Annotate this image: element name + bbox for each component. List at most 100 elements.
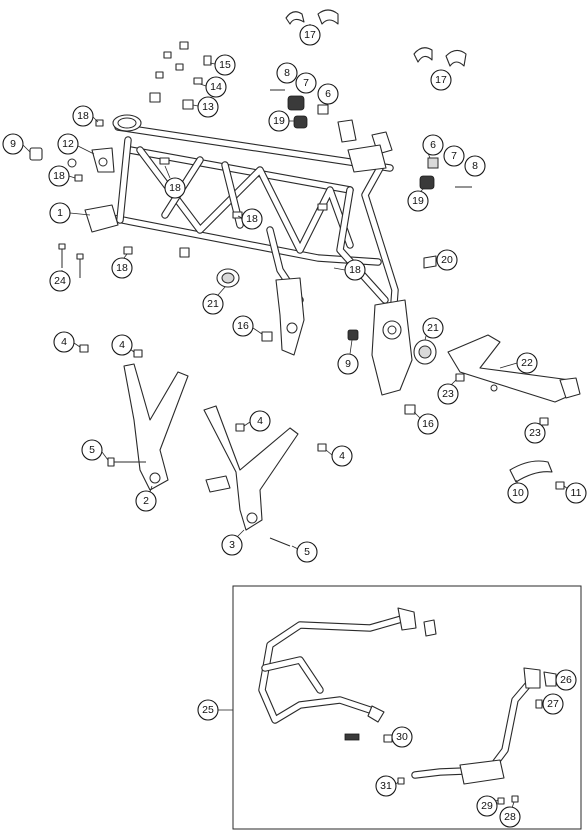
svg-text:3: 3 (229, 539, 235, 551)
svg-text:16: 16 (237, 320, 249, 332)
svg-text:23: 23 (442, 388, 454, 400)
svg-text:24: 24 (54, 275, 66, 287)
callout-16-left: 16 (232, 315, 263, 337)
callout-21-left: 21 (202, 286, 226, 315)
callout-9-left: 9 (2, 133, 31, 155)
svg-text:18: 18 (169, 182, 181, 194)
svg-text:7: 7 (303, 77, 309, 89)
bolts-24 (58, 243, 133, 278)
svg-text:9: 9 (10, 138, 16, 150)
svg-text:27: 27 (547, 698, 559, 710)
callout-4-d: 4 (325, 445, 353, 467)
svg-text:19: 19 (412, 195, 424, 207)
callout-4-b: 4 (111, 334, 135, 356)
svg-text:13: 13 (202, 101, 214, 113)
callout-26: 26 (555, 669, 577, 691)
saddle-clamps-right-17 (413, 47, 467, 67)
right-footrest-bracket-3 (203, 405, 327, 547)
callout-9-lower: 9 (337, 339, 359, 375)
svg-text:23: 23 (529, 427, 541, 439)
svg-text:8: 8 (284, 67, 290, 79)
svg-text:4: 4 (257, 415, 263, 427)
svg-text:18: 18 (116, 262, 128, 274)
callout-6-top: 6 (317, 83, 339, 105)
svg-text:31: 31 (380, 780, 392, 792)
svg-text:21: 21 (427, 322, 439, 334)
svg-text:5: 5 (89, 444, 95, 456)
callout-12: 12 (57, 133, 95, 155)
callout-6-right: 6 (422, 134, 444, 159)
callout-7-right: 7 (443, 145, 465, 167)
svg-text:28: 28 (504, 811, 516, 823)
rubber-mount-21-right (413, 339, 437, 365)
svg-text:18: 18 (246, 213, 258, 225)
svg-text:6: 6 (430, 139, 436, 151)
crash-bar-inset (218, 585, 582, 830)
callout-31: 31 (375, 775, 399, 797)
svg-text:21: 21 (207, 298, 219, 310)
callout-3: 3 (221, 529, 245, 556)
callout-5-a: 5 (81, 439, 109, 461)
svg-text:6: 6 (325, 88, 331, 100)
callout-18-c: 18 (164, 165, 186, 199)
callout-11: 11 (563, 482, 587, 504)
callout-21-right: 21 (422, 317, 444, 341)
callout-28: 28 (499, 801, 521, 828)
svg-text:1: 1 (57, 207, 63, 219)
svg-text:29: 29 (481, 800, 493, 812)
svg-text:19: 19 (273, 115, 285, 127)
svg-text:4: 4 (339, 450, 345, 462)
callout-16-right: 16 (413, 411, 439, 435)
svg-text:5: 5 (304, 546, 310, 558)
callout-19-right: 19 (407, 187, 429, 212)
callout-4-c: 4 (243, 410, 271, 432)
callout-20: 20 (436, 249, 458, 271)
bolt-set-13-15 (149, 41, 212, 110)
callout-18-e: 18 (111, 253, 133, 279)
svg-text:18: 18 (77, 110, 89, 122)
svg-text:16: 16 (422, 418, 434, 430)
main-frame (84, 114, 413, 396)
callout-1: 1 (49, 202, 91, 224)
svg-text:18: 18 (349, 264, 361, 276)
saddle-clamps-top-17 (285, 9, 339, 25)
svg-text:26: 26 (560, 674, 572, 686)
callout-18-f: 18 (333, 259, 366, 281)
svg-text:2: 2 (143, 495, 149, 507)
callout-2: 2 (135, 485, 157, 512)
callout-8-right: 8 (464, 155, 486, 177)
callout-27: 27 (542, 693, 564, 715)
svg-text:4: 4 (61, 336, 67, 348)
bolt-9-lower (347, 329, 359, 341)
svg-text:8: 8 (472, 160, 478, 172)
callout-7-top: 7 (295, 72, 317, 94)
callout-15: 15 (209, 54, 236, 76)
cover-10-11 (509, 460, 565, 490)
callout-19-top: 19 (268, 110, 294, 132)
bushing-set-upper-right (270, 89, 472, 190)
spacers-16 (261, 331, 416, 415)
svg-text:15: 15 (219, 59, 231, 71)
bolts-23 (455, 373, 549, 426)
svg-text:22: 22 (521, 357, 533, 369)
callout-10: 10 (507, 479, 529, 504)
svg-text:30: 30 (396, 731, 408, 743)
svg-text:20: 20 (441, 254, 453, 266)
callout-25: 25 (197, 699, 219, 721)
callout-23-a: 23 (437, 379, 459, 405)
callout-18-b: 18 (48, 165, 76, 187)
svg-text:14: 14 (210, 81, 222, 93)
svg-text:25: 25 (202, 704, 214, 716)
callout-23-b: 23 (524, 422, 546, 444)
callout-17-right: 17 (430, 69, 452, 91)
svg-text:7: 7 (451, 150, 457, 162)
callout-8-top: 8 (276, 62, 298, 84)
callout-13: 13 (192, 96, 219, 118)
callout-29: 29 (476, 795, 499, 817)
callout-24: 24 (49, 270, 71, 292)
svg-text:12: 12 (62, 138, 74, 150)
callout-18-d: 18 (237, 208, 263, 230)
callout-4-a: 4 (53, 331, 81, 353)
svg-text:4: 4 (119, 339, 125, 351)
